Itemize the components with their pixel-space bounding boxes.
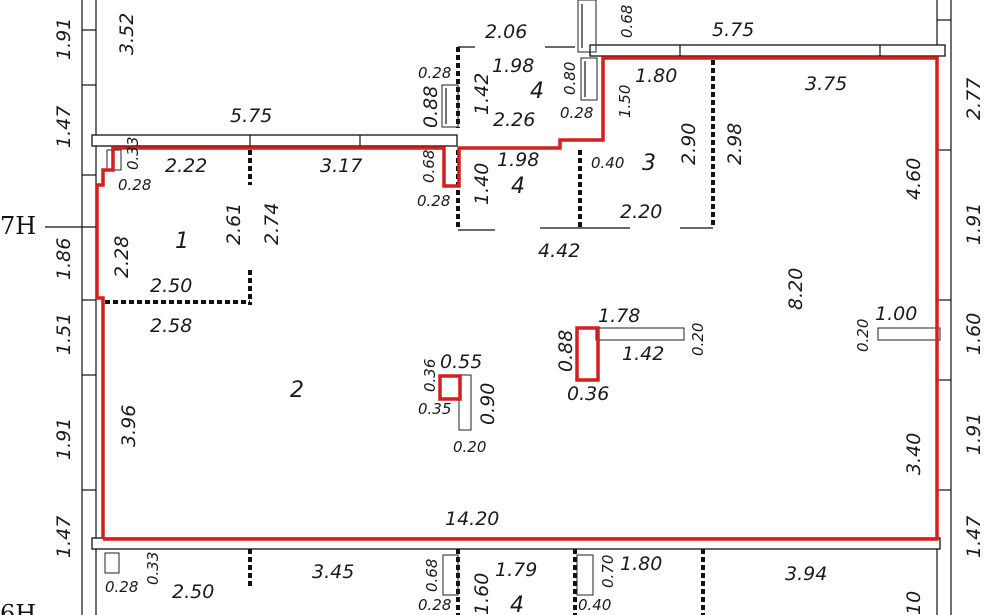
dim-right-2: 1.60 (963, 313, 985, 355)
dim-mid-11: 8.20 (785, 268, 807, 310)
column-outline-left (438, 374, 462, 401)
dim-bottom-5: 0.68 (423, 559, 441, 592)
dim-col-8: 0.90 (477, 383, 499, 425)
leased-area-outline (95, 56, 939, 541)
dim-bottom-0: 14.20 (445, 508, 499, 530)
dim-bottom-12: 3.94 (785, 563, 827, 585)
dim-left-8: 1.47 (53, 516, 75, 558)
dim-left-4: 2.28 (111, 236, 133, 278)
dim-col-0: 1.78 (598, 305, 640, 327)
dim-room1-4: 2.74 (261, 203, 283, 245)
dim-col-2: 0.88 (555, 330, 577, 372)
dim-right-0: 2.77 (963, 78, 985, 120)
dim-col-1: 0.20 (689, 323, 707, 356)
dim-left-2: 1.47 (53, 106, 75, 148)
left-outer-wall (81, 0, 97, 615)
dim-mid-9: 4.42 (538, 240, 580, 262)
dim-top-5: 1.98 (492, 55, 534, 77)
dim-mid-1: 0.68 (420, 150, 438, 183)
dim-top-1: 0.68 (618, 5, 636, 38)
dim-top-8: 0.88 (420, 86, 442, 128)
dim-col-9: 0.20 (453, 438, 486, 456)
dim-top-3: 0.28 (418, 64, 451, 82)
dim-top-11: 1.50 (616, 85, 634, 118)
dim-left-0: 1.91 (53, 18, 75, 60)
dim-right-4: 1.47 (963, 516, 985, 558)
dim-room1-2: 0.28 (118, 176, 151, 194)
dim-right-1: 1.91 (963, 203, 985, 245)
dim-mid-2: 0.28 (417, 192, 450, 210)
dim-mid-4: 1.40 (471, 163, 493, 205)
dim-col-7: 0.35 (418, 400, 451, 418)
dim-mid-0: 3.17 (320, 155, 362, 177)
dim-top-9: 2.26 (493, 109, 535, 131)
dim-left-6: 3.96 (118, 405, 140, 447)
dim-mid-10: 4.60 (903, 158, 925, 200)
room-number-4-upper: 4 (530, 79, 544, 104)
room-number-2: 2 (290, 378, 304, 403)
dim-room1-6: 2.58 (150, 315, 192, 337)
top-shafts (106, 0, 598, 171)
dim-top-4: 1.42 (471, 73, 493, 115)
dim-bottom-3: 2.50 (172, 581, 214, 603)
columns (458, 327, 941, 431)
dim-room1-5: 2.50 (150, 275, 192, 297)
dim-mid-7: 2.98 (724, 123, 746, 165)
dim-bottom-4: 3.45 (312, 561, 354, 583)
dim-col-4: 0.36 (567, 383, 609, 405)
dim-top-0: 2.06 (485, 21, 527, 43)
dim-room1-1: 2.22 (165, 155, 207, 177)
dim-col-3: 1.42 (622, 343, 664, 365)
room-number-3: 3 (642, 151, 656, 176)
dim-left-3: 1.86 (53, 238, 75, 280)
dim-bottom-8: 1.79 (495, 559, 537, 581)
dim-bottom-13: 10 (903, 591, 925, 615)
dim-left-1: 3.52 (116, 13, 138, 55)
dim-top-13: 3.75 (805, 73, 847, 95)
dim-left-5: 1.51 (53, 313, 75, 355)
axis-label-6h: 6H (0, 600, 36, 615)
dim-col-5: 0.36 (421, 359, 439, 392)
dim-bottom-9: 0.70 (599, 555, 617, 588)
right-outer-wall (936, 0, 952, 615)
dim-mid-8: 2.20 (620, 201, 662, 223)
dim-bottom-2: 0.33 (144, 552, 162, 585)
dim-left-7: 1.91 (53, 418, 75, 460)
dim-bottom-7: 1.60 (471, 573, 493, 615)
dim-mid-3: 1.98 (497, 149, 539, 171)
axis-label-7h: 7H (0, 212, 36, 240)
dim-bottom-6: 0.28 (418, 596, 451, 614)
dim-room1-3: 2.61 (223, 203, 245, 245)
column-outline-right (575, 326, 600, 382)
dim-mid-5: 0.40 (591, 154, 624, 172)
dim-bottom-10: 0.40 (578, 596, 611, 614)
dim-mid-6: 2.90 (678, 123, 700, 165)
dim-top-2: 5.75 (712, 19, 754, 41)
room-number-4-mid: 4 (511, 174, 525, 199)
dim-col-10: 0.20 (854, 319, 872, 352)
dim-bottom-11: 1.80 (620, 553, 662, 575)
dim-top-14: 5.75 (230, 105, 272, 127)
dim-col-6: 0.55 (440, 351, 482, 373)
dim-room1-0: 0.33 (124, 137, 142, 170)
room-number-4-bottom: 4 (510, 593, 524, 615)
dim-bottom-1: 0.28 (105, 578, 138, 596)
dim-top-10: 0.28 (560, 104, 593, 122)
dim-top-7: 0.80 (561, 62, 579, 95)
dim-right-3: 1.91 (963, 413, 985, 455)
room-number-1: 1 (175, 229, 189, 254)
dim-col-11: 1.00 (875, 303, 917, 325)
dim-col-12: 3.40 (903, 433, 925, 475)
dim-top-12: 1.80 (635, 65, 677, 87)
